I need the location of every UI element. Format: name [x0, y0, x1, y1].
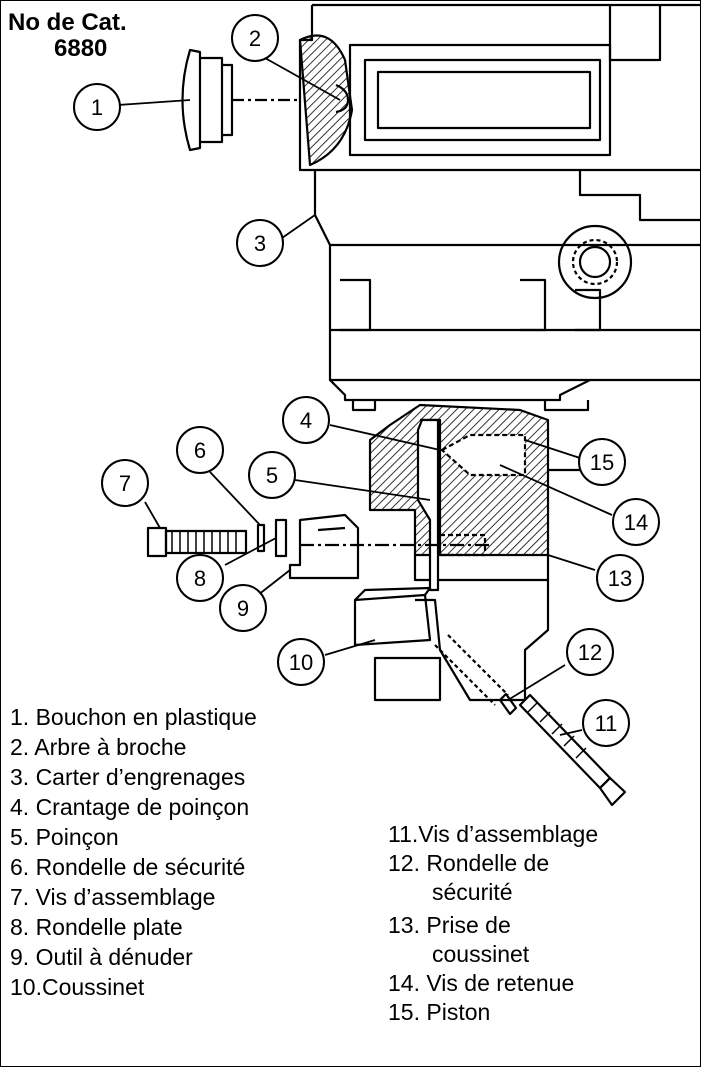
callout-14: 14 — [612, 498, 660, 546]
legend-item-8: 8. Rondelle plate — [10, 914, 183, 940]
cap-screw-7 — [146, 526, 248, 558]
punch — [416, 418, 440, 592]
svg-text:12: 12 — [578, 640, 602, 665]
callout-1: 1 — [73, 83, 121, 131]
callout-7: 7 — [101, 459, 149, 507]
callout-9: 9 — [219, 584, 267, 632]
legend-item-10: 10.Coussinet — [10, 974, 145, 1000]
washers — [256, 518, 288, 558]
catalog-label: No de Cat. — [8, 9, 127, 36]
die — [353, 586, 432, 647]
legend-item-7: 7. Vis d’assemblage — [10, 884, 216, 910]
callout-10: 10 — [277, 638, 325, 686]
cap-screw-11 — [434, 634, 627, 807]
legend-item-6: 6. Rondelle de sécurité — [10, 854, 246, 880]
svg-text:2: 2 — [249, 26, 261, 51]
svg-text:15: 15 — [590, 450, 614, 475]
callout-6: 6 — [176, 426, 224, 474]
svg-text:7: 7 — [119, 471, 131, 496]
legend-item-3: 3. Carter d’engrenages — [10, 764, 246, 790]
legend-item-9: 9. Outil à dénuder — [10, 944, 193, 970]
plastic-plug — [181, 48, 300, 152]
svg-text:4: 4 — [300, 408, 312, 433]
svg-text:3: 3 — [254, 231, 266, 256]
gear-housing — [298, 3, 700, 412]
legend-item-1: 1. Bouchon en plastique — [10, 704, 257, 730]
pivot-pin — [557, 224, 633, 300]
catalog-number: 6880 — [54, 35, 108, 62]
svg-text:11: 11 — [595, 711, 618, 736]
svg-text:6: 6 — [194, 438, 206, 463]
callout-2: 2 — [231, 14, 279, 62]
svg-text:8: 8 — [194, 566, 206, 591]
callout-12: 12 — [566, 628, 614, 676]
legend-item-13: 13. Prise de — [388, 912, 511, 938]
stripper-tool — [288, 513, 490, 580]
legend-item-12-cont: sécurité — [432, 879, 513, 905]
leader-lines — [117, 57, 613, 736]
die-holder-head — [368, 403, 600, 702]
callouts: 1 2 3 4 5 6 7 8 9 10 11 12 13 14 15 — [73, 14, 660, 747]
callout-4: 4 — [282, 396, 330, 444]
svg-text:1: 1 — [91, 95, 103, 120]
svg-text:10: 10 — [289, 650, 313, 675]
legend-item-12: 12. Rondelle de — [388, 850, 550, 876]
legend-item-4: 4. Crantage de poinçon — [10, 794, 250, 820]
legend-left: 1. Bouchon en plastique 2. Arbre à broch… — [10, 702, 257, 1002]
callout-5: 5 — [248, 451, 296, 499]
callout-8: 8 — [176, 554, 224, 602]
legend-item-11: 11.Vis d’assemblage — [388, 821, 599, 847]
callout-11: 11 — [582, 699, 630, 747]
legend-right: 11.Vis d’assemblage 12. Rondelle de sécu… — [388, 820, 598, 1027]
legend-item-13-cont: coussinet — [432, 941, 530, 967]
svg-text:13: 13 — [608, 566, 632, 591]
svg-text:5: 5 — [266, 463, 278, 488]
svg-text:9: 9 — [237, 596, 249, 621]
legend-item-14: 14. Vis de retenue — [388, 970, 575, 996]
legend-item-2: 2. Arbre à broche — [10, 734, 187, 760]
callout-3: 3 — [236, 219, 284, 267]
catalog-title: No de Cat. 6880 — [8, 10, 127, 62]
legend-item-15: 15. Piston — [388, 999, 491, 1025]
legend-item-5: 5. Poinçon — [10, 824, 119, 850]
callout-15: 15 — [578, 438, 626, 486]
callout-13: 13 — [596, 554, 644, 602]
spindle-shaft — [298, 34, 354, 167]
svg-text:14: 14 — [624, 510, 648, 535]
